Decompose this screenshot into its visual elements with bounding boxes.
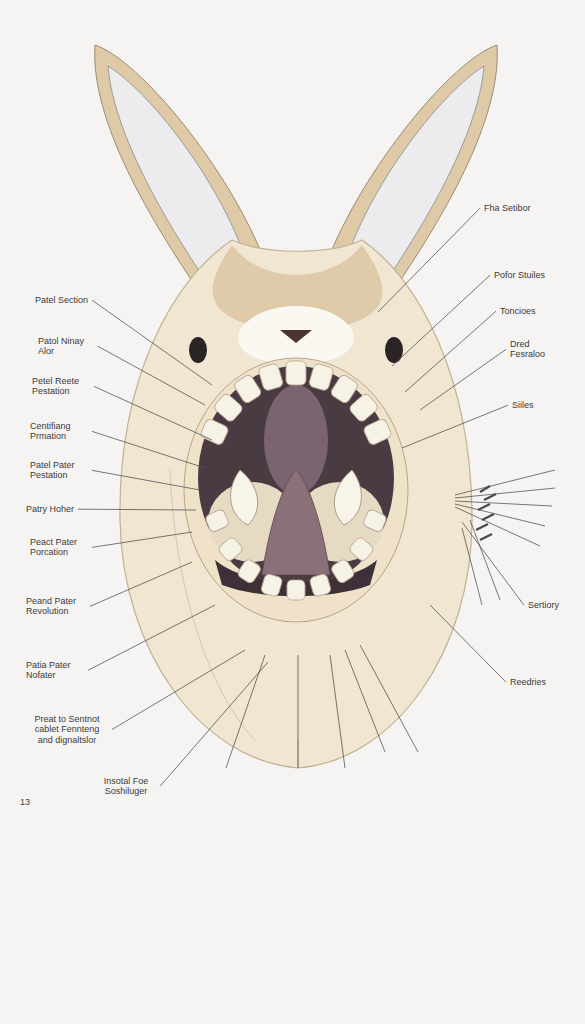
part-label: Dred Fesraloo bbox=[510, 339, 554, 360]
part-label: Patol Ninay Alor bbox=[38, 336, 94, 357]
part-label: Centifiang Prmation bbox=[30, 421, 88, 442]
leader-line bbox=[420, 349, 506, 410]
mouth-cavity bbox=[198, 366, 394, 590]
leader-line bbox=[92, 300, 212, 385]
part-label: Preat to Sentnot cablet Fennteng and dig… bbox=[26, 714, 108, 745]
leader-line bbox=[112, 650, 245, 730]
part-label: Patia Pater Nofater bbox=[26, 660, 84, 681]
part-label: Peact Pater Porcation bbox=[30, 537, 88, 558]
part-label: Pofor Stuiles bbox=[494, 270, 545, 280]
leader-line bbox=[94, 386, 212, 440]
part-label: Reedries bbox=[510, 677, 546, 687]
tooth bbox=[309, 573, 332, 597]
leader-line bbox=[78, 509, 196, 511]
leader-line bbox=[405, 311, 496, 392]
head bbox=[120, 240, 472, 768]
muzzle bbox=[238, 306, 354, 363]
leader-line bbox=[160, 662, 268, 786]
leader-line bbox=[462, 522, 524, 605]
part-label: Fha Setibor bbox=[484, 203, 531, 213]
tooth bbox=[260, 573, 283, 597]
tooth bbox=[308, 363, 334, 392]
leader-lines bbox=[78, 208, 524, 786]
right-eye bbox=[385, 337, 403, 363]
tooth bbox=[362, 418, 392, 446]
tongue bbox=[262, 470, 330, 575]
tooth bbox=[286, 361, 306, 385]
leader-line bbox=[392, 275, 490, 366]
tooth bbox=[329, 373, 359, 404]
leader-lines bbox=[226, 645, 418, 768]
nose bbox=[280, 330, 312, 343]
part-label: Patel Pater Pestation bbox=[30, 460, 88, 481]
leader-line bbox=[92, 470, 200, 490]
teeth bbox=[199, 361, 392, 600]
leader-line bbox=[92, 532, 192, 547]
fan-lines bbox=[455, 470, 555, 605]
part-label: Peand Pater Revolution bbox=[26, 596, 86, 617]
tooth bbox=[204, 508, 230, 533]
left-incisor bbox=[231, 470, 258, 525]
leader-line bbox=[90, 562, 192, 606]
left-inner-ear bbox=[108, 66, 244, 272]
right-incisor bbox=[334, 470, 361, 525]
left-eye bbox=[189, 337, 207, 363]
tooth bbox=[348, 536, 375, 563]
leader-line bbox=[92, 431, 205, 468]
lips bbox=[184, 358, 408, 622]
tooth bbox=[287, 580, 305, 600]
tooth bbox=[258, 363, 284, 392]
tooth bbox=[330, 558, 356, 585]
part-label: Insotal Foe Soshiluger bbox=[96, 776, 156, 797]
tooth bbox=[217, 536, 244, 563]
page-number: 13 bbox=[20, 797, 30, 807]
part-label: Patry Hoher bbox=[26, 504, 74, 514]
leader-line bbox=[98, 346, 205, 405]
tooth bbox=[236, 558, 262, 585]
leader-line bbox=[88, 605, 215, 670]
part-label: Patel Section bbox=[35, 295, 88, 305]
part-label: Toncioes bbox=[500, 306, 536, 316]
right-inner-ear bbox=[348, 66, 484, 272]
tooth bbox=[213, 392, 244, 423]
leader-line bbox=[378, 208, 480, 312]
whisker-marks bbox=[476, 486, 496, 540]
tooth bbox=[233, 373, 263, 404]
leader-line bbox=[430, 605, 506, 682]
part-label: Sertiory bbox=[528, 600, 559, 610]
tooth bbox=[199, 418, 229, 446]
tooth bbox=[362, 508, 388, 533]
leader-line bbox=[402, 405, 508, 448]
part-label: Petel Reete Pestation bbox=[32, 376, 90, 397]
tooth bbox=[348, 392, 379, 423]
part-label: Siiles bbox=[512, 400, 534, 410]
